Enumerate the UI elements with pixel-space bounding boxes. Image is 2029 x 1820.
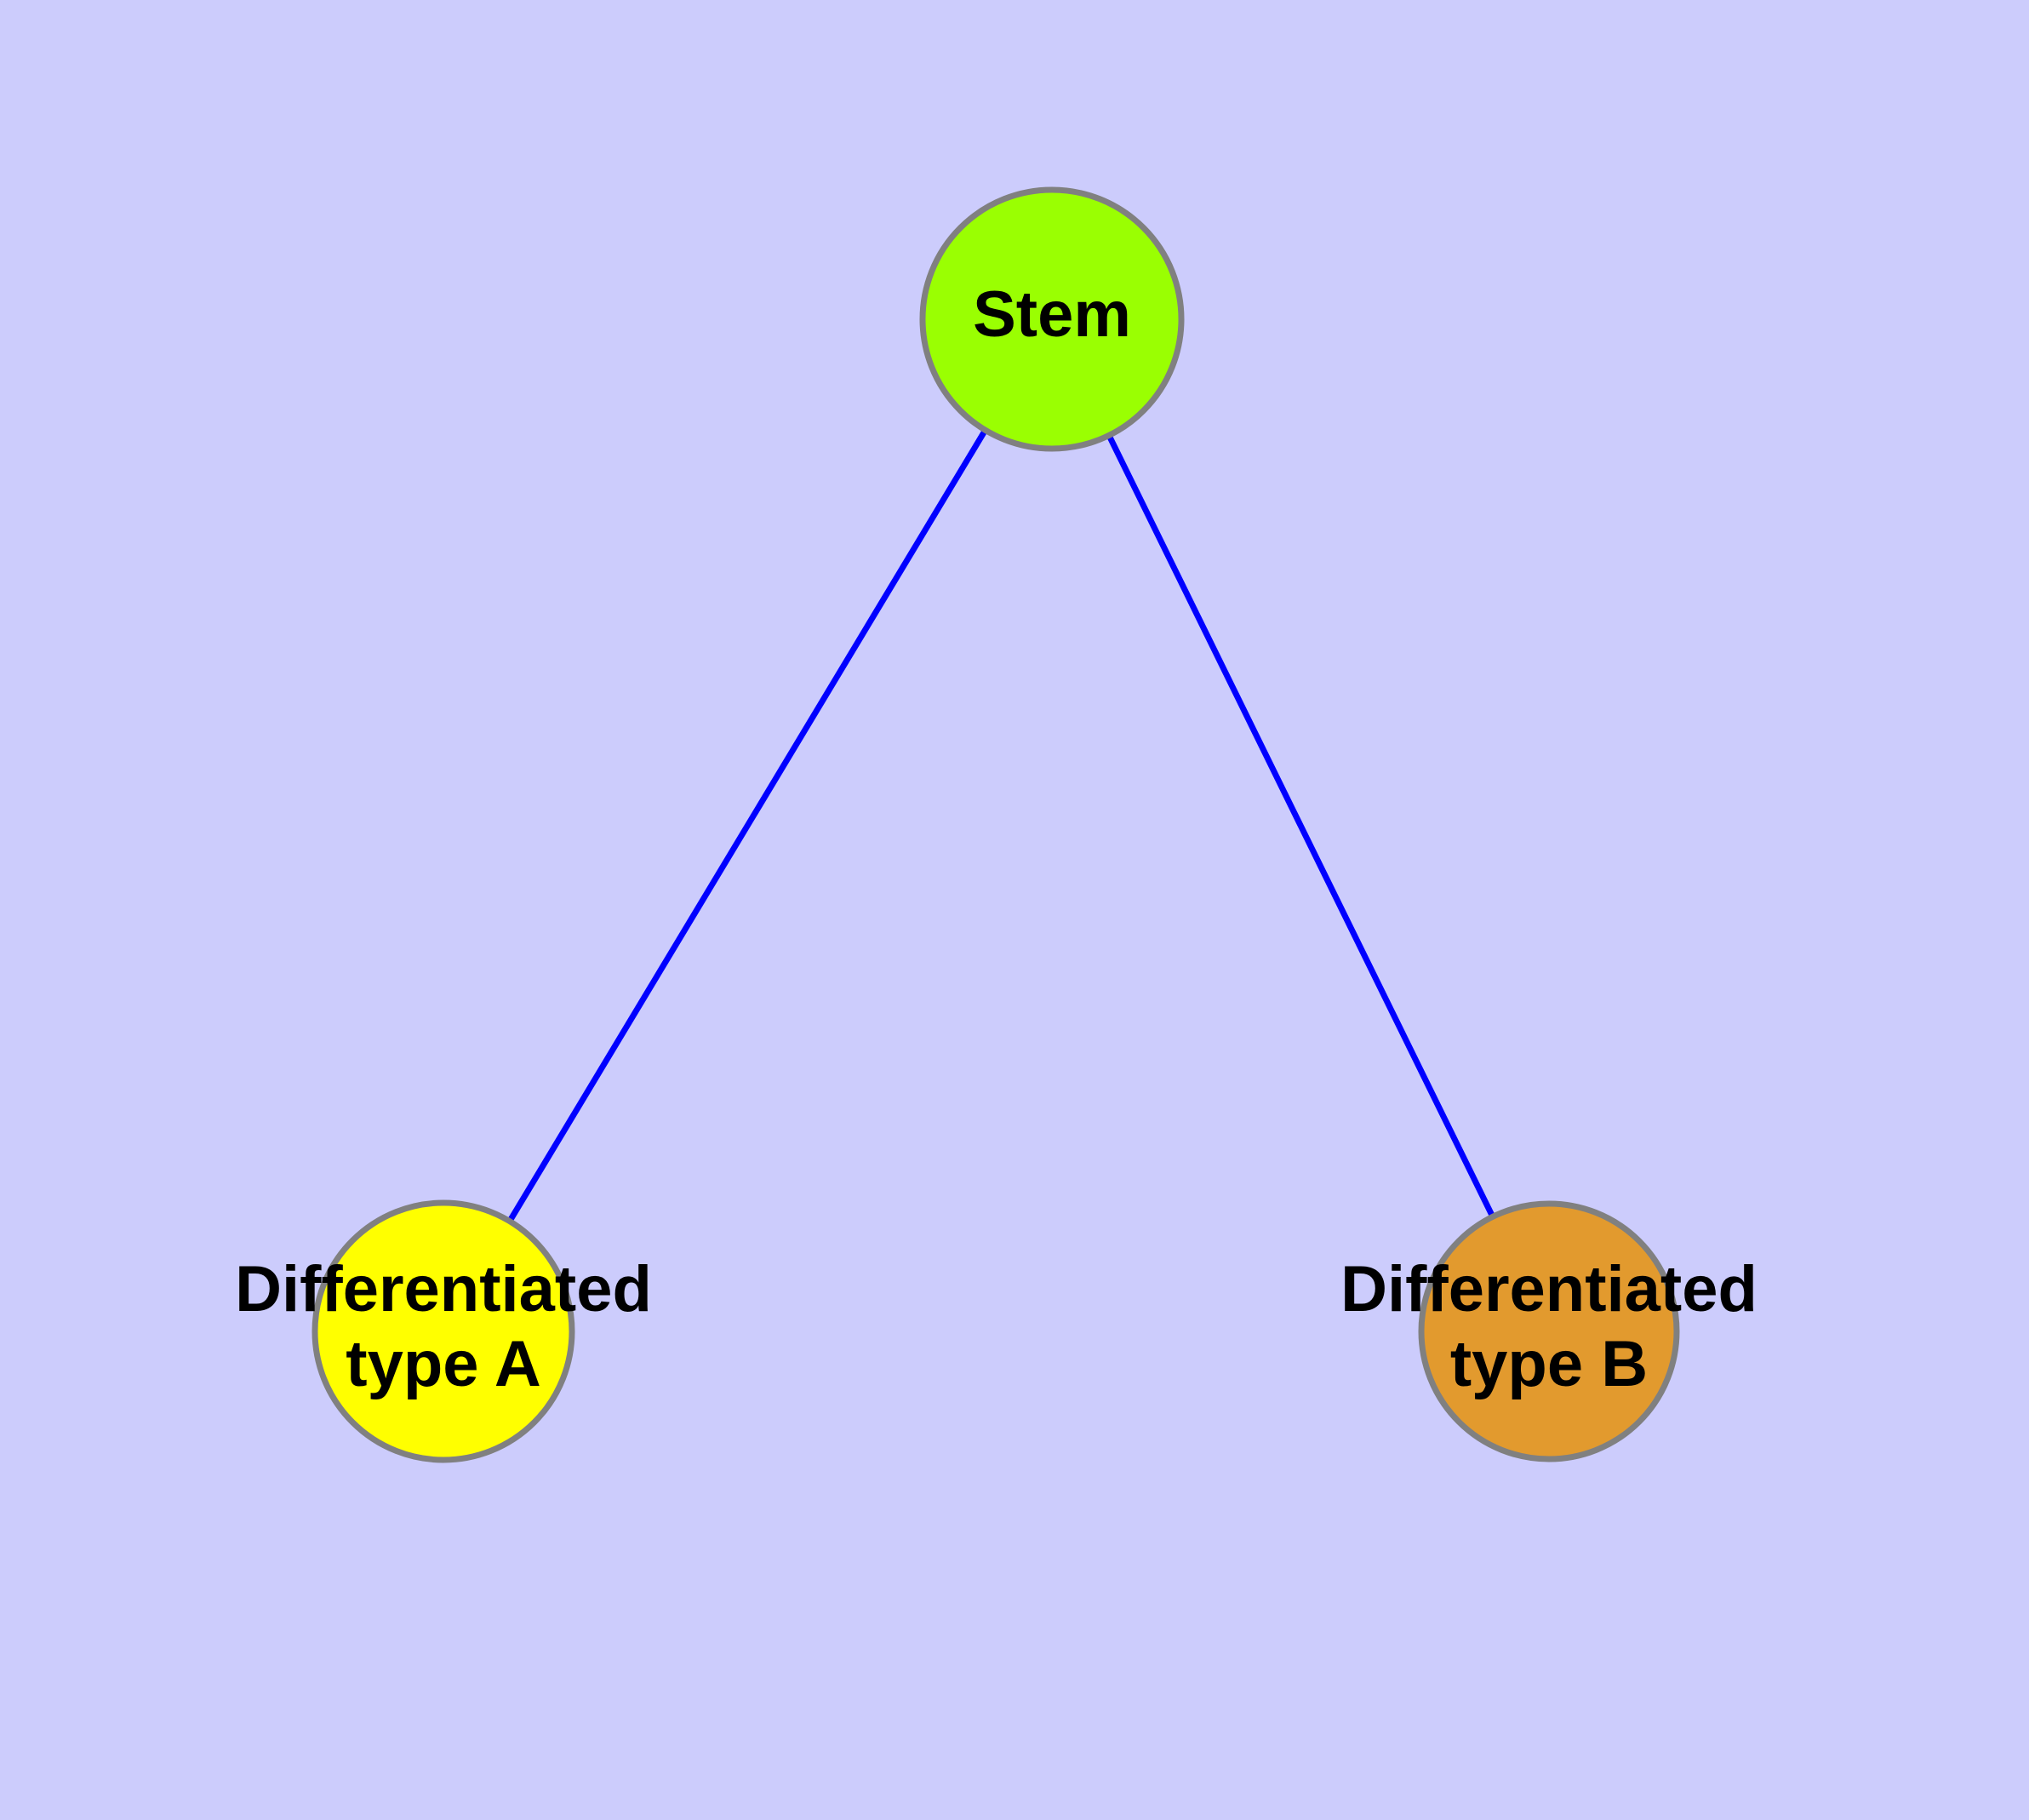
node-label-diff-a-line-2: type A [346,1328,540,1400]
edge-stem-diff-a[interactable] [441,318,1055,1333]
node-label-stem-line-1: Stem [973,278,1131,351]
node-circle-stem[interactable] [919,186,1185,452]
node-circle-diff-a[interactable] [311,1199,575,1463]
node-label-diff-b-line-1: Differentiated [1340,1253,1758,1325]
node-label-stem: Stem [973,278,1131,351]
node-label-diff-a-line-1: Differentiated [235,1253,652,1325]
edge-layer [441,318,1552,1333]
node-label-diff-b-line-2: type B [1450,1328,1648,1400]
node-layer [311,186,1680,1463]
edge-stem-diff-b[interactable] [1049,318,1552,1333]
node-circle-diff-b[interactable] [1418,1200,1680,1462]
